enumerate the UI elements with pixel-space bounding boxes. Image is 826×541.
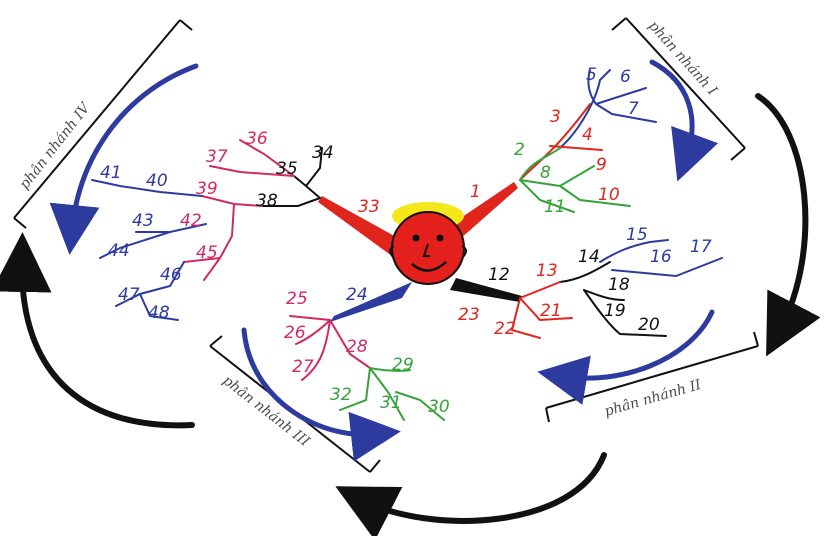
- black-arrow-bottom-left: [0, 232, 195, 429]
- main-branches: [318, 182, 522, 322]
- nose: [422, 243, 430, 257]
- num-32: 32: [330, 385, 352, 405]
- num-21: 21: [540, 301, 562, 321]
- num-44: 44: [108, 241, 130, 261]
- bracket-branch-1: [611, 17, 746, 161]
- num-15: 15: [626, 225, 648, 245]
- num-20: 20: [638, 315, 660, 335]
- num-39: 39: [196, 179, 218, 199]
- num-4: 4: [582, 125, 593, 145]
- num-24: 24: [346, 285, 368, 305]
- num-28: 28: [346, 337, 368, 357]
- num-7: 7: [628, 99, 639, 119]
- num-11: 11: [544, 197, 566, 217]
- num-31: 31: [380, 393, 402, 413]
- num-27: 27: [292, 357, 314, 377]
- num-33: 33: [358, 197, 380, 217]
- num-3: 3: [550, 107, 561, 127]
- num-35: 35: [276, 159, 298, 179]
- num-36: 36: [246, 129, 268, 149]
- num-16: 16: [650, 247, 672, 267]
- num-10: 10: [598, 185, 620, 205]
- black-arrow-bottom-right: [335, 452, 607, 541]
- num-25: 25: [286, 289, 308, 309]
- cycle-arrows: [0, 93, 821, 541]
- num-41: 41: [100, 163, 122, 183]
- blue-arrow-1: [649, 59, 719, 182]
- num-17: 17: [690, 237, 712, 257]
- num-42: 42: [180, 211, 202, 231]
- main-branch-3: [330, 282, 412, 322]
- num-37: 37: [206, 147, 228, 167]
- blue-arrows: [49, 59, 719, 462]
- num-19: 19: [604, 301, 626, 321]
- blue-arrow-4: [49, 63, 199, 255]
- num-12: 12: [488, 265, 510, 285]
- num-18: 18: [608, 275, 630, 295]
- num-22: 22: [494, 319, 516, 339]
- num-8: 8: [540, 163, 551, 183]
- right-ear: [461, 245, 467, 259]
- branch-numbers: 1 2 3 4 5 6 7 8 9 10 11 12 13 14 15 16 1…: [100, 65, 712, 417]
- smile: [411, 261, 447, 272]
- bracket-branch-4: [13, 19, 193, 229]
- num-23: 23: [458, 305, 480, 325]
- num-40: 40: [146, 171, 168, 191]
- num-13: 13: [536, 261, 558, 281]
- num-43: 43: [132, 211, 154, 231]
- num-26: 26: [284, 323, 306, 343]
- right-eye: [436, 234, 444, 242]
- black-arrow-top-right: [755, 93, 821, 357]
- num-34: 34: [312, 143, 334, 163]
- num-48: 48: [148, 303, 170, 323]
- num-47: 47: [118, 285, 140, 305]
- num-2: 2: [514, 140, 525, 160]
- main-branch-2: [450, 278, 522, 302]
- blue-arrow-2: [537, 309, 715, 405]
- branch-label-2: phân nhánh II: [603, 377, 704, 420]
- face-circle: [391, 211, 465, 285]
- num-14: 14: [578, 247, 600, 267]
- num-1: 1: [470, 182, 481, 202]
- branch-lines: [91, 69, 723, 421]
- num-46: 46: [160, 265, 182, 285]
- num-29: 29: [392, 355, 414, 375]
- num-38: 38: [256, 191, 278, 211]
- num-6: 6: [620, 67, 631, 87]
- main-branch-4: [318, 196, 398, 256]
- num-9: 9: [596, 155, 607, 175]
- left-eye: [412, 234, 420, 242]
- num-45: 45: [196, 243, 218, 263]
- left-ear: [389, 245, 395, 259]
- blue-arrow-3: [241, 327, 401, 462]
- num-5: 5: [586, 65, 597, 85]
- num-30: 30: [428, 397, 450, 417]
- central-face: [389, 202, 467, 285]
